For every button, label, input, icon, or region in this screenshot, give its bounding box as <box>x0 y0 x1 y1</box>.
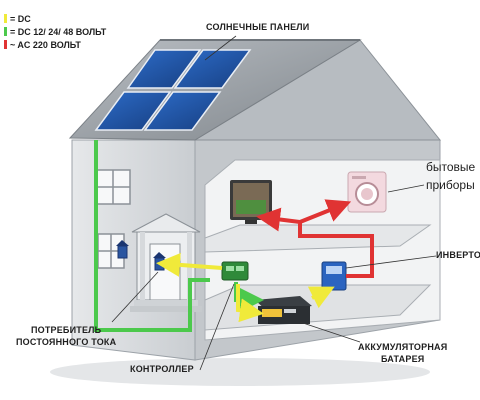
washing-machine-icon <box>348 172 386 212</box>
appliances-label-line2: приборы <box>426 178 475 192</box>
dc-consumer-label-line1: ПОТРЕБИТЕЛЬ <box>16 325 116 335</box>
inverter-label: ИНВЕРТОР <box>436 250 480 260</box>
battery-label: АККУМУЛЯТОРНАЯ БАТАРЕЯ <box>358 342 447 364</box>
inverter-icon <box>322 262 346 290</box>
battery-label-line1: АККУМУЛЯТОРНАЯ <box>358 342 447 352</box>
dc-consumer-label: ПОТРЕБИТЕЛЬ ПОСТОЯННОГО ТОКА <box>16 325 116 347</box>
legend: = DC = DC 12/ 24/ 48 ВОЛЬТ ~ AC 220 ВОЛЬТ <box>4 12 106 51</box>
legend-label: = DC 12/ 24/ 48 ВОЛЬТ <box>10 27 106 37</box>
controller-label: КОНТРОЛЛЕР <box>130 364 194 374</box>
battery-label-line2: БАТАРЕЯ <box>358 354 447 364</box>
legend-item: ~ AC 220 ВОЛЬТ <box>4 38 106 51</box>
legend-label: ~ AC 220 ВОЛЬТ <box>10 40 81 50</box>
legend-item: = DC <box>4 12 106 25</box>
appliances-label-line1: бытовые <box>426 160 475 174</box>
solar-panels-label: СОЛНЕЧНЫЕ ПАНЕЛИ <box>206 22 309 32</box>
appliances-label: бытовые приборы <box>426 160 475 192</box>
legend-swatch <box>4 27 7 36</box>
legend-item: = DC 12/ 24/ 48 ВОЛЬТ <box>4 25 106 38</box>
battery-icon <box>255 296 312 324</box>
legend-swatch <box>4 40 7 49</box>
legend-label: = DC <box>10 14 31 24</box>
controller-icon <box>222 262 248 280</box>
tv-icon <box>230 180 272 224</box>
upper-window <box>96 170 130 204</box>
legend-swatch <box>4 14 7 23</box>
dc-consumer-label-line2: ПОСТОЯННОГО ТОКА <box>16 337 116 347</box>
